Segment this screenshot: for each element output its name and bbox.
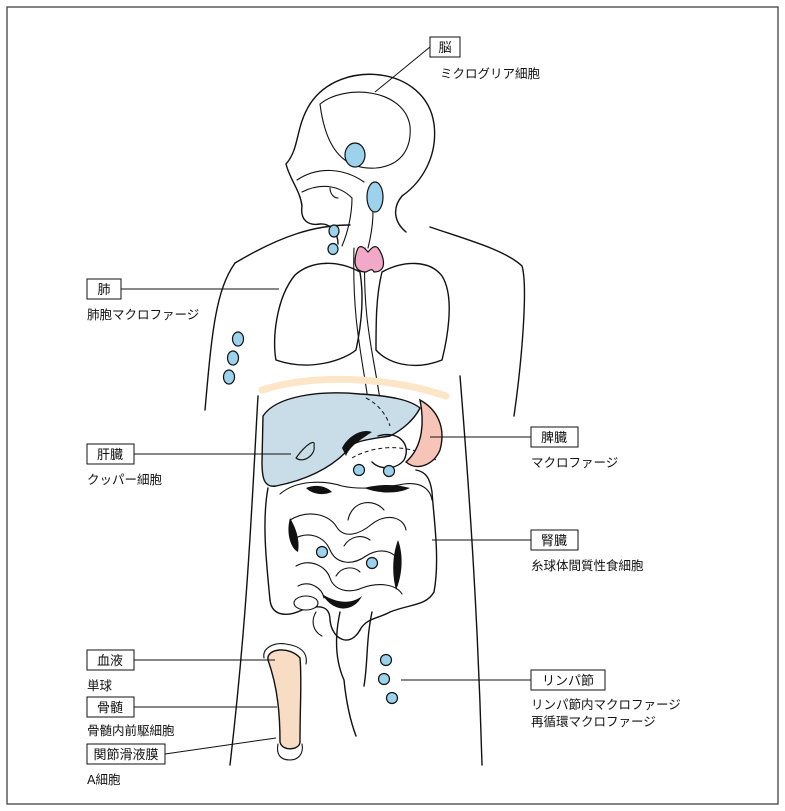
- organ-name-bone-marrow: 骨髄: [97, 701, 123, 716]
- organ-name-synovium: 関節滑液膜: [93, 748, 158, 763]
- thyroid-gland: [355, 247, 383, 272]
- cell-type-lymph-node-1: リンパ節内マクロファージ: [531, 697, 681, 712]
- organ-name-kidney: 腎臓: [541, 534, 567, 549]
- lymph-node: [317, 547, 328, 558]
- lymph-node: [228, 351, 239, 365]
- lymph-node: [367, 558, 378, 569]
- lymph-node: [354, 465, 365, 476]
- lymph-node: [367, 182, 383, 212]
- lymph-node: [345, 143, 365, 167]
- cell-type-kidney: 糸球体間質性食細胞: [531, 558, 644, 573]
- lymph-node: [328, 244, 338, 255]
- cell-type-bone-marrow: 骨髄内前駆細胞: [87, 723, 175, 738]
- lymph-node: [384, 466, 395, 477]
- cell-type-brain: ミクログリア細胞: [440, 66, 541, 81]
- lymph-node: [224, 370, 235, 384]
- cell-type-blood: 単球: [87, 678, 113, 693]
- cell-type-synovium: A細胞: [87, 772, 121, 787]
- cell-type-liver: クッパー細胞: [87, 472, 163, 487]
- organ-name-liver: 肝臓: [97, 448, 123, 463]
- lymph-node: [387, 693, 398, 704]
- organ-name-brain: 脳: [438, 41, 451, 56]
- lymph-node: [329, 225, 339, 237]
- organ-name-spleen: 脾臓: [541, 431, 567, 446]
- organ-name-lymph-node: リンパ節: [542, 674, 594, 689]
- cell-type-lung: 肺胞マクロファージ: [87, 307, 199, 322]
- organ-name-blood: 血液: [97, 654, 123, 669]
- cell-type-spleen: マクロファージ: [531, 455, 618, 470]
- lymph-node: [233, 332, 244, 346]
- organ-name-lung: 肺: [97, 283, 110, 298]
- lymph-node: [381, 655, 392, 666]
- cell-type-lymph-node-2: 再循環マクロファージ: [531, 714, 656, 729]
- lymph-node: [379, 674, 390, 685]
